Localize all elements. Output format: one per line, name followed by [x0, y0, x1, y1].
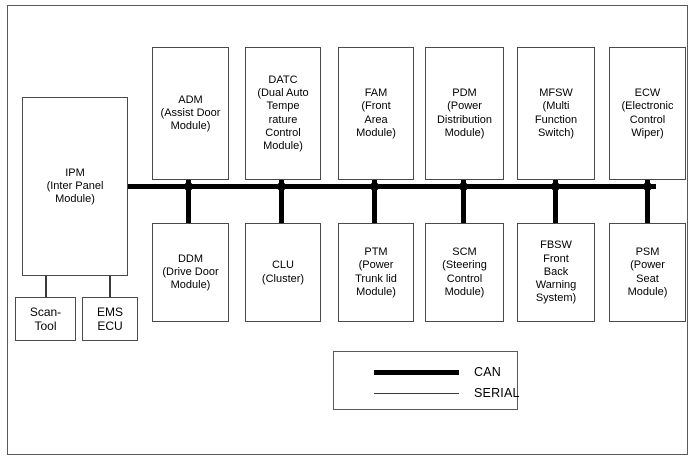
legend-label-can: CAN [474, 365, 501, 379]
module-box-clu[interactable]: CLU (Cluster) [245, 223, 321, 322]
module-label-mfsw: MFSW (Multi Function Switch) [534, 87, 578, 139]
can-bus-main [128, 183, 656, 189]
module-label-ddm: DDM (Drive Door Module) [162, 252, 219, 292]
module-label-scan-tool: Scan- Tool [29, 304, 62, 334]
can-junction-col-4 [459, 181, 468, 191]
legend-label-serial: SERIAL [474, 386, 520, 400]
serial-line-scan-tool [45, 276, 47, 298]
module-box-pdm[interactable]: PDM (Power Distribution Module) [425, 47, 504, 180]
module-box-ems-ecu[interactable]: EMS ECU [82, 297, 138, 341]
module-box-ipm[interactable]: IPM (Inter Panel Module) [22, 97, 128, 276]
module-box-ddm[interactable]: DDM (Drive Door Module) [152, 223, 229, 322]
module-label-clu: CLU (Cluster) [261, 259, 305, 285]
module-box-fbsw[interactable]: FBSW Front Back Warning System) [517, 223, 595, 322]
can-stem-col-6 [645, 180, 650, 224]
legend-swatch-serial-line [374, 392, 459, 394]
can-stem-col-2 [279, 180, 284, 224]
legend-row-serial: SERIAL [334, 384, 520, 402]
module-label-fbsw: FBSW Front Back Warning System) [535, 239, 577, 305]
module-label-adm: ADM (Assist Door Module) [160, 93, 221, 133]
module-label-psm: PSM (Power Seat Module) [627, 246, 668, 298]
legend-swatch-can-line [374, 370, 459, 375]
legend: CAN SERIAL [333, 351, 520, 410]
module-label-datc: DATC (Dual Auto Tempe rature Control Mod… [257, 73, 309, 152]
can-stem-col-3 [372, 180, 377, 224]
module-box-ecw[interactable]: ECW (Electronic Control Wiper) [609, 47, 686, 180]
can-junction-col-5 [551, 181, 560, 191]
can-junction-col-1 [184, 181, 193, 191]
module-box-fam[interactable]: FAM (Front Area Module) [338, 47, 414, 180]
module-box-datc[interactable]: DATC (Dual Auto Tempe rature Control Mod… [245, 47, 321, 180]
module-box-psm[interactable]: PSM (Power Seat Module) [609, 223, 686, 322]
module-label-ecw: ECW (Electronic Control Wiper) [621, 87, 674, 139]
serial-line-ems-ecu [109, 276, 111, 298]
can-stem-col-1 [186, 180, 191, 224]
module-box-mfsw[interactable]: MFSW (Multi Function Switch) [517, 47, 595, 180]
can-junction-col-2 [277, 181, 286, 191]
can-stem-col-5 [553, 180, 558, 224]
module-label-ipm: IPM (Inter Panel Module) [46, 166, 104, 206]
module-label-pdm: PDM (Power Distribution Module) [436, 87, 493, 139]
module-box-ptm[interactable]: PTM (Power Trunk lid Module) [338, 223, 414, 322]
can-junction-col-6 [643, 181, 652, 191]
legend-row-can: CAN [334, 363, 517, 381]
module-label-fam: FAM (Front Area Module) [356, 87, 396, 139]
module-box-scan-tool[interactable]: Scan- Tool [15, 297, 76, 341]
module-box-scm[interactable]: SCM (Steering Control Module) [425, 223, 504, 322]
module-label-ptm: PTM (Power Trunk lid Module) [355, 246, 397, 298]
module-box-adm[interactable]: ADM (Assist Door Module) [152, 47, 229, 180]
can-stem-col-4 [461, 180, 466, 224]
module-label-ems-ecu: EMS ECU [96, 304, 123, 334]
can-junction-col-3 [370, 181, 379, 191]
module-label-scm: SCM (Steering Control Module) [442, 246, 487, 298]
